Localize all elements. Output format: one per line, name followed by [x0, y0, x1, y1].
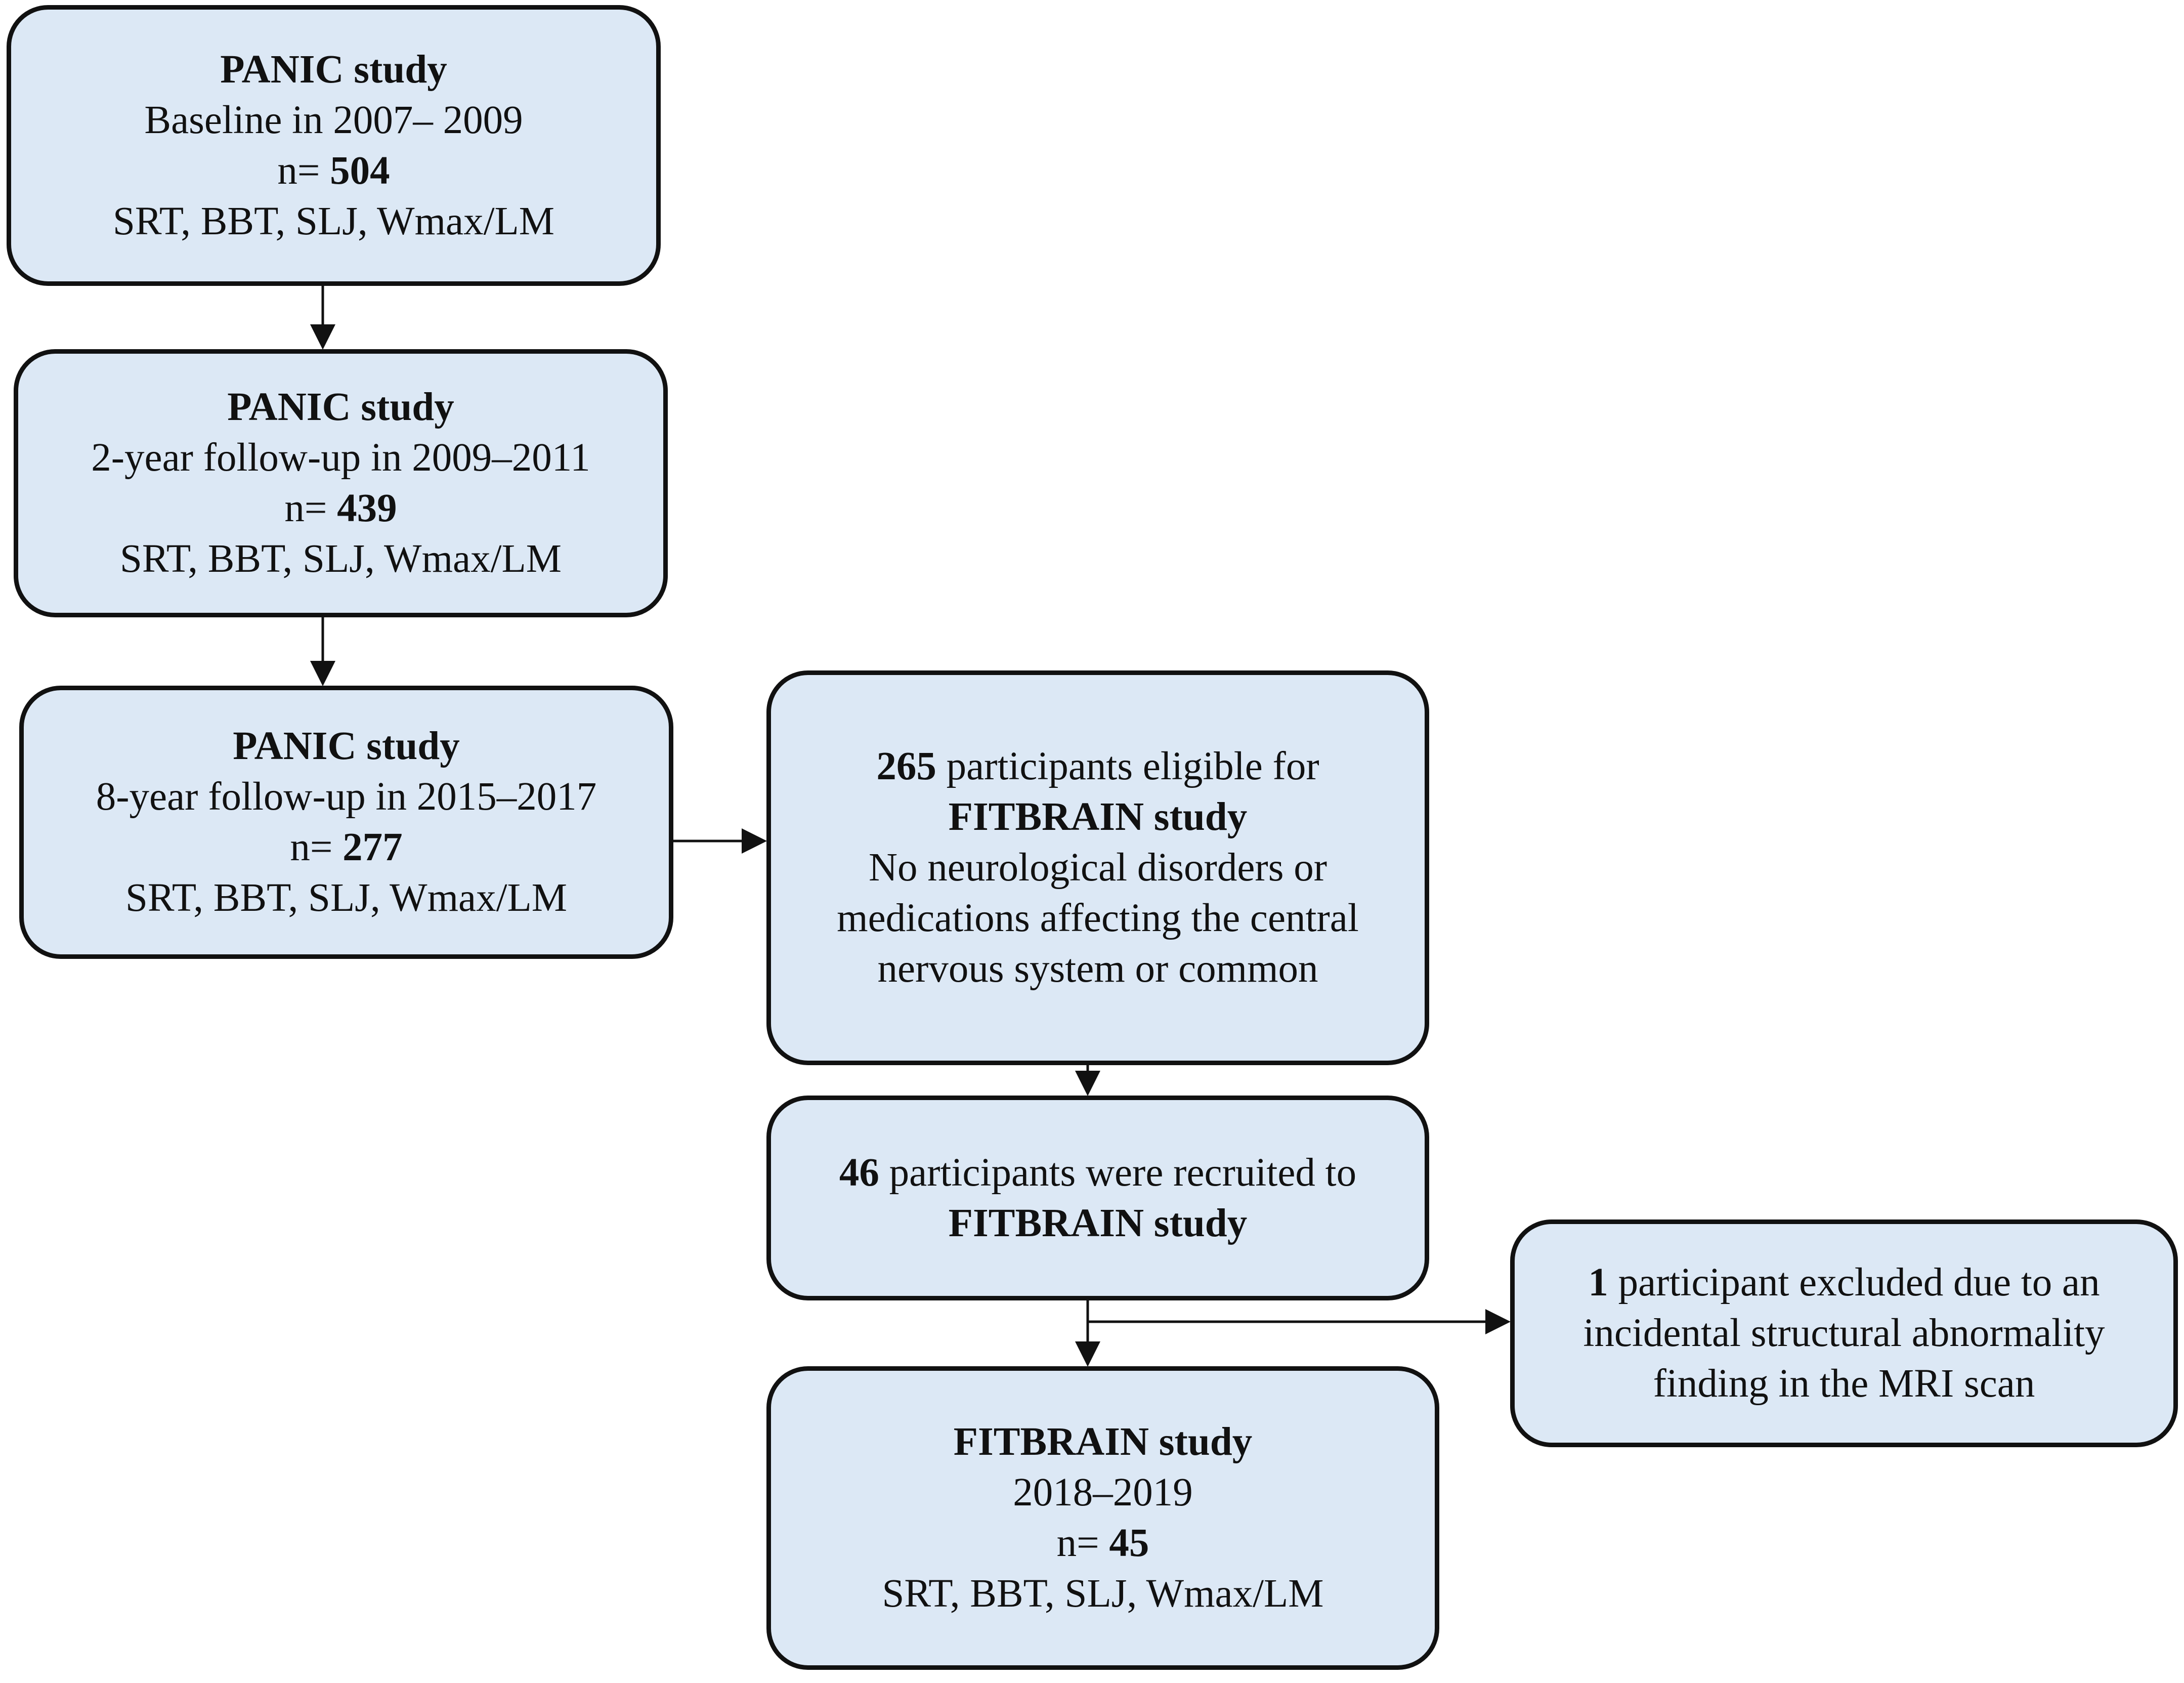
excluded-line-2: incidental structural abnormality — [1583, 1311, 2105, 1355]
fitbrain-n-value: 45 — [1109, 1521, 1149, 1565]
followup-8y-tests: SRT, BBT, SLJ, Wmax/LM — [125, 876, 568, 920]
excluded-text: participant excluded due to an — [1608, 1260, 2100, 1305]
followup-8y-title: PANIC study — [233, 724, 460, 768]
box-panic-baseline: PANIC study Baseline in 2007– 2009 n= 50… — [7, 5, 661, 286]
followup-2y-tests: SRT, BBT, SLJ, Wmax/LM — [119, 537, 562, 581]
eligible-count: 265 — [876, 744, 936, 788]
followup-2y-n: n= 439 — [284, 483, 397, 534]
eligible-text: participants eligible for — [936, 744, 1319, 788]
baseline-title: PANIC study — [220, 47, 447, 92]
excluded-line-3: finding in the MRI scan — [1653, 1362, 2035, 1406]
baseline-tests: SRT, BBT, SLJ, Wmax/LM — [112, 199, 555, 243]
recruited-count: 46 — [839, 1150, 879, 1195]
followup-2y-period: 2-year follow-up in 2009–2011 — [91, 436, 590, 480]
followup-8y-n: n= 277 — [290, 822, 402, 873]
box-eligible: 265 participants eligible for FITBRAIN s… — [766, 670, 1429, 1065]
fitbrain-n-prefix: n= — [1056, 1521, 1109, 1565]
fitbrain-n: n= 45 — [1057, 1518, 1149, 1569]
baseline-period: Baseline in 2007– 2009 — [144, 98, 523, 142]
recruited-text: participants were recruited to — [879, 1150, 1357, 1195]
excluded-count: 1 — [1588, 1260, 1608, 1305]
followup-8y-period: 8-year follow-up in 2015–2017 — [96, 775, 597, 819]
eligible-study: FITBRAIN study — [948, 795, 1248, 839]
eligible-criteria-1: No neurological disorders or — [868, 846, 1327, 890]
recruited-study: FITBRAIN study — [948, 1201, 1248, 1245]
fitbrain-tests: SRT, BBT, SLJ, Wmax/LM — [882, 1572, 1324, 1616]
box-fitbrain: FITBRAIN study 2018–2019 n= 45 SRT, BBT,… — [766, 1366, 1439, 1670]
fitbrain-period: 2018–2019 — [1013, 1470, 1193, 1514]
box-excluded: 1 participant excluded due to an inciden… — [1510, 1219, 2178, 1447]
followup-2y-n-value: 439 — [337, 486, 397, 530]
baseline-n: n= 504 — [277, 146, 390, 196]
eligible-criteria-3: nervous system or common — [877, 947, 1318, 991]
followup-2y-n-prefix: n= — [284, 486, 337, 530]
followup-2y-title: PANIC study — [227, 385, 454, 429]
recruited-line-1: 46 participants were recruited to — [839, 1148, 1356, 1198]
followup-8y-n-prefix: n= — [290, 825, 343, 869]
box-panic-2y-followup: PANIC study 2-year follow-up in 2009–201… — [14, 349, 668, 617]
baseline-n-prefix: n= — [277, 148, 330, 193]
box-recruited: 46 participants were recruited to FITBRA… — [766, 1096, 1429, 1300]
followup-8y-n-value: 277 — [342, 825, 403, 869]
baseline-n-value: 504 — [330, 148, 390, 193]
fitbrain-title: FITBRAIN study — [953, 1420, 1253, 1464]
excluded-line-1: 1 participant excluded due to an — [1588, 1257, 2100, 1308]
eligible-line-1: 265 participants eligible for — [876, 741, 1319, 792]
box-panic-8y-followup: PANIC study 8-year follow-up in 2015–201… — [19, 686, 673, 959]
eligible-criteria-2: medications affecting the central — [837, 896, 1359, 940]
